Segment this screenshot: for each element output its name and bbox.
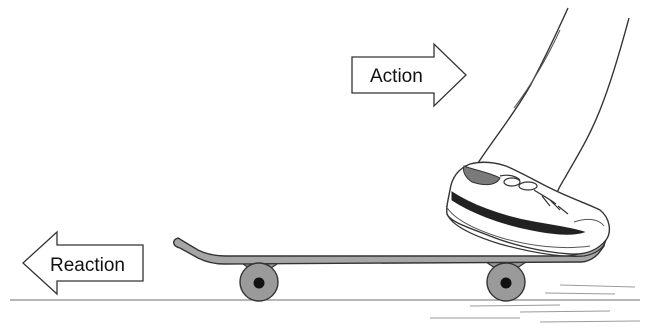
axle-dot (254, 278, 265, 289)
wheel-front (487, 263, 525, 301)
action-arrow: Action (352, 44, 466, 106)
action-label: Action (370, 66, 423, 87)
axle-dot (501, 278, 512, 289)
ground (10, 285, 640, 322)
reaction-label: Reaction (50, 255, 125, 276)
reaction-arrow: Reaction (23, 232, 143, 294)
ground-hatching (430, 285, 640, 322)
foot-on-board (446, 8, 629, 256)
wheel-back (240, 263, 278, 301)
